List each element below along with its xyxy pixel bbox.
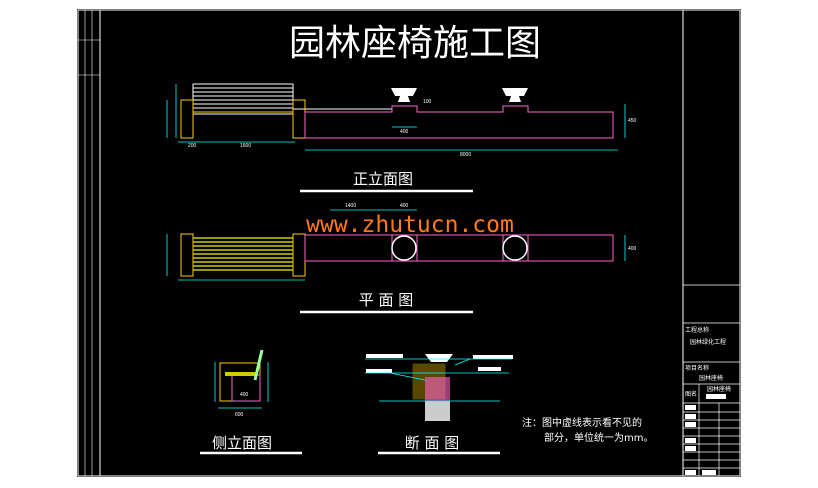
- front-elevation-label: 正立面图: [353, 170, 413, 188]
- flower-pot-icon: [391, 88, 417, 102]
- drawing-name-value: 园林座椅: [707, 385, 731, 393]
- dim-label: 400: [400, 129, 409, 135]
- dim-label: 400: [240, 392, 249, 398]
- dim-label: 1400: [345, 203, 356, 209]
- dim-label: 8000: [460, 152, 471, 158]
- planter-circle: [391, 235, 417, 261]
- bench-slats-plan: [193, 237, 293, 271]
- title-block: 工程总称 园林绿化工程 项目名称 园林座椅 图名 园林座椅: [682, 10, 740, 476]
- dim-label: 200: [188, 143, 197, 149]
- dim-label: 450: [628, 118, 637, 124]
- plan-view: 1400 400 400 平 面 图: [166, 203, 637, 314]
- section-view-label: 断 面 图: [405, 434, 460, 452]
- flower-pot-icon: [502, 88, 528, 102]
- item-label: 项目名称: [685, 364, 709, 372]
- front-elevation: 200 1600 8000 400 450 100 正立面图: [166, 83, 637, 193]
- item-value: 园林座椅: [699, 374, 723, 382]
- binding-margin-strip: [78, 10, 100, 476]
- dim-label: 1600: [240, 143, 251, 149]
- dim-label: 400: [628, 246, 637, 252]
- outer-frame: [77, 9, 741, 477]
- section-view: 断 面 图: [365, 354, 513, 455]
- drawing-title: 园林座椅施工图: [289, 23, 541, 64]
- project-value: 园林绿化工程: [690, 338, 726, 346]
- note-line-2: 部分，单位统一为mm。: [544, 431, 653, 444]
- drawing-name-label: 图名: [685, 390, 697, 398]
- dim-label: 400: [400, 203, 409, 209]
- drawing-sheet: [77, 9, 741, 477]
- plan-view-label: 平 面 图: [359, 291, 414, 309]
- planter-wall: [304, 105, 614, 139]
- front-dimension-lines: [166, 84, 626, 151]
- bench-slats: [192, 83, 392, 115]
- side-elevation: 600 400 侧立面图: [200, 349, 302, 455]
- side-elevation-label: 侧立面图: [212, 434, 272, 452]
- note-line-1: 注：图中虚线表示看不见的: [522, 416, 642, 429]
- planter-circle: [502, 235, 528, 261]
- dim-label: 600: [235, 412, 244, 418]
- project-label: 工程总称: [685, 326, 709, 334]
- plan-dimension-lines: [166, 209, 626, 281]
- watermark: www.zhutucn.com: [306, 212, 514, 238]
- flower-pots: [391, 88, 528, 102]
- dim-label: 100: [423, 99, 432, 105]
